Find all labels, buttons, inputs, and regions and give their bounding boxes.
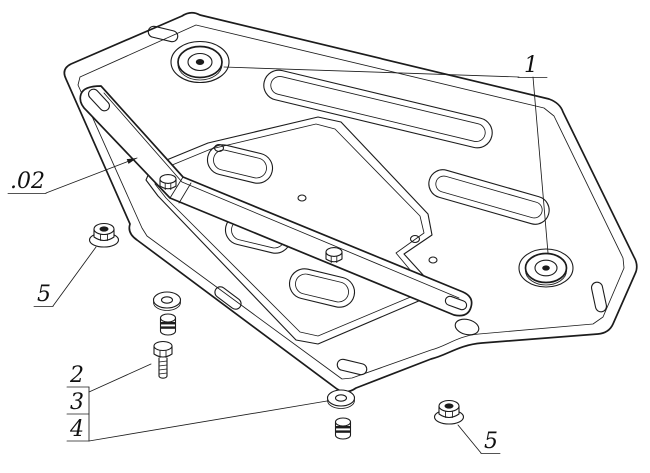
plate-rib-right (428, 169, 550, 225)
hex-bolt (153, 340, 173, 379)
washer-boss (170, 40, 230, 84)
bracket-body (79, 85, 473, 317)
washer-boss (518, 248, 574, 288)
slot-outer (288, 268, 356, 308)
plate-recess-inner (154, 123, 425, 337)
plate-slot (288, 268, 356, 308)
rib-outer (428, 169, 550, 225)
bolt-head-top (153, 340, 173, 352)
flange-nut-left (88, 222, 120, 248)
leader-line (88, 400, 328, 442)
callout-1: 1 (223, 53, 549, 254)
bracket-bolt-head (325, 247, 343, 264)
plate-bracket-hole (454, 318, 480, 336)
leader-line (88, 363, 152, 393)
callout-label-5-left: 5 (37, 282, 51, 307)
callout-label-5-right: 5 (484, 429, 498, 454)
leader-line (52, 246, 97, 307)
right-mount-washer (518, 248, 574, 288)
callout-bracket: .02 (7, 157, 138, 194)
slot-inner (213, 149, 267, 179)
callout-label-1: 1 (524, 53, 538, 78)
bolt-center (195, 59, 205, 65)
plate-hole (213, 143, 225, 153)
callout-5-left: 5 (33, 246, 97, 307)
top-mount-washer (170, 40, 230, 84)
callout-2-3-4: 2 3 4 (66, 363, 328, 442)
callout-label-2: 2 (69, 363, 84, 388)
plate-edge-slot (214, 286, 242, 310)
bracket-edge-line (103, 92, 460, 299)
slot-inner (295, 273, 349, 303)
rib-outer (263, 69, 493, 149)
washer-hole (534, 259, 558, 277)
leader-line (223, 66, 520, 78)
bracket-hole-right (444, 295, 468, 311)
flange-nut-right (433, 399, 465, 425)
plate-recess-outer (145, 116, 433, 345)
plate-hole (409, 234, 421, 244)
leader-arrowhead (126, 158, 137, 164)
plate-outline (63, 11, 638, 393)
plate-edge-slot (147, 25, 179, 43)
plate-rib-top (263, 69, 493, 149)
callout-label-4: 4 (69, 417, 84, 442)
left-fastener-stack (152, 291, 182, 379)
callout-label-3: 3 (70, 390, 84, 415)
bracket-bend-line (169, 176, 184, 199)
skid-plate (63, 11, 638, 393)
leader-line (457, 424, 482, 454)
washer-bottom (326, 389, 356, 410)
plate-edge-slot (590, 281, 608, 313)
bolt-tip (158, 375, 168, 379)
bushing-left (159, 313, 177, 336)
mounting-bracket (79, 85, 473, 317)
callout-5-right: 5 (457, 424, 501, 454)
rib-inner (270, 75, 486, 143)
bushing-bottom (334, 417, 352, 440)
bracket-hole-left (87, 88, 111, 112)
bolt-threads (158, 360, 168, 375)
plate-slot (206, 144, 274, 184)
bolt-head-facets (164, 182, 172, 191)
washer-hole (187, 52, 213, 72)
bolt-head-facets (330, 255, 338, 264)
bolt-center (542, 265, 550, 271)
bolt-head-top (159, 174, 177, 184)
leader-line (45, 157, 138, 194)
plate-hole (297, 194, 307, 202)
bracket-bend-line (178, 182, 192, 204)
callout-label-02: .02 (10, 169, 45, 194)
leader-line (532, 76, 549, 254)
washer-left (152, 291, 182, 312)
plate-hole (428, 256, 438, 264)
bracket-bolt-head (159, 174, 177, 191)
rib-inner (435, 175, 543, 219)
slot-outer (206, 144, 274, 184)
plate-edge-slot (336, 358, 368, 376)
bolt-head-top (325, 247, 343, 257)
bottom-fastener-stack (326, 389, 356, 440)
plate-inner-line (77, 24, 625, 380)
